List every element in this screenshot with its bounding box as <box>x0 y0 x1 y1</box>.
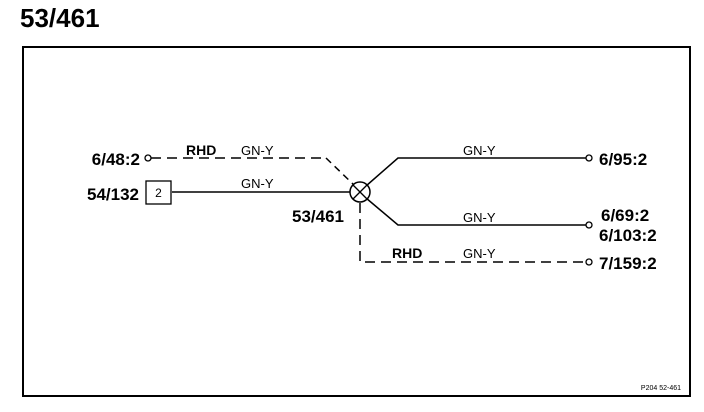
footer-code: P204 52-461 <box>641 385 681 392</box>
terminal-icon <box>585 258 593 266</box>
connector-label-7-159-2: 7/159:2 <box>599 254 657 273</box>
wire-color-gn-y: GN-Y <box>463 246 496 261</box>
terminal-icon <box>585 221 593 229</box>
connector-label-6-95-2: 6/95:2 <box>599 150 647 169</box>
splice-label: 53/461 <box>292 207 344 226</box>
wire-rhd-left-diagonal <box>325 157 355 186</box>
wire-color-gn-y: GN-Y <box>241 143 274 158</box>
connector-box <box>145 180 172 205</box>
wire-color-gn-y: GN-Y <box>463 210 496 225</box>
wire-option-rhd: RHD <box>186 142 216 158</box>
connector-label-54-132: 54/132 <box>87 185 139 204</box>
wire-upper-right <box>365 157 586 187</box>
wire-option-rhd: RHD <box>392 245 422 261</box>
terminal-icon <box>144 154 152 162</box>
wire-color-gn-y: GN-Y <box>463 143 496 158</box>
connector-box-value: 2 <box>155 186 162 200</box>
terminal-icon <box>585 154 593 162</box>
wire-color-gn-y: GN-Y <box>241 176 274 191</box>
connector-label-6-103-2: 6/103:2 <box>599 226 657 245</box>
diagram-frame <box>22 46 691 397</box>
page-title: 53/461 <box>20 3 100 33</box>
connector-label-6-48-2: 6/48:2 <box>92 150 140 169</box>
splice-icon <box>349 181 371 203</box>
connector-label-6-69-2: 6/69:2 <box>601 206 649 225</box>
wire-rhd-right <box>359 203 586 263</box>
wire-lower-right <box>365 197 586 226</box>
